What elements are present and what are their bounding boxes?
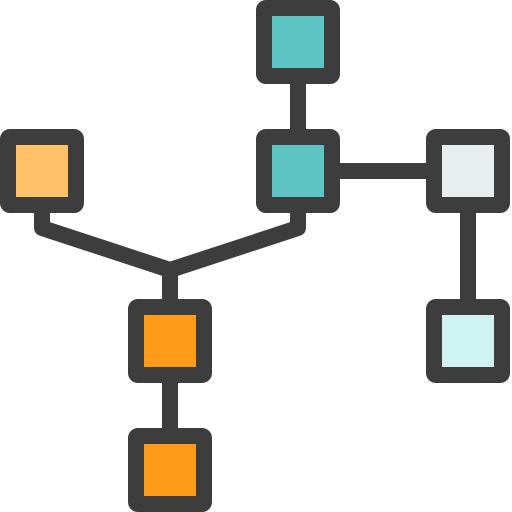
node-left-orange <box>0 129 84 213</box>
connector-left-to-junction <box>34 212 173 278</box>
node-center-teal <box>256 129 340 213</box>
node-middle-orange <box>128 299 212 383</box>
connector-center-to-junction <box>167 212 306 278</box>
node-top-teal <box>256 0 340 84</box>
node-right-gray <box>426 129 510 213</box>
node-lower-right-cyan <box>426 299 510 383</box>
node-bottom-orange <box>128 428 212 512</box>
